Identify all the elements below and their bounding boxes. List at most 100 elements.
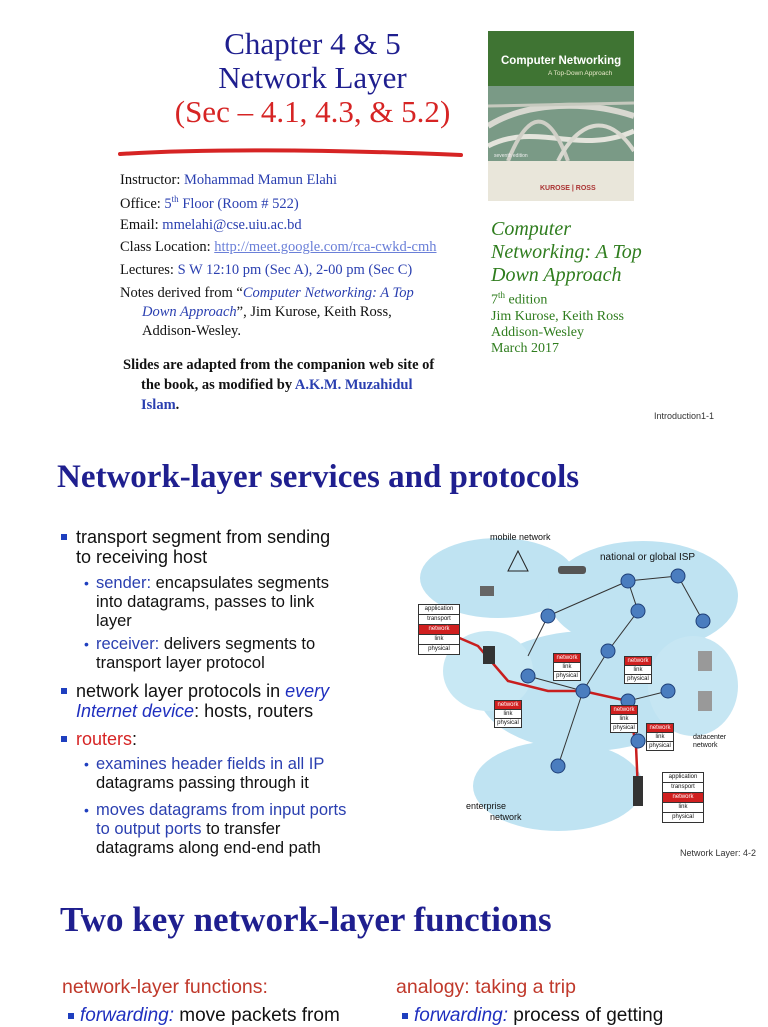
- bullet-square-icon: [68, 1012, 74, 1019]
- location-line: Class Location: http://meet.google.com/r…: [120, 239, 437, 255]
- stack-layer: physical: [624, 675, 652, 684]
- stack-layer: link: [624, 666, 652, 675]
- bullet-square-icon: [402, 1012, 408, 1019]
- enterprise-cloud: [473, 741, 643, 831]
- stack-layer: physical: [494, 719, 522, 728]
- right-forwarding-item: forwarding: process of getting: [402, 1005, 663, 1027]
- cover-art: [488, 31, 634, 201]
- stack-layer: network: [646, 723, 674, 733]
- instructor-line: Instructor: Mohammad Mamun Elahi: [120, 172, 338, 188]
- slide2-page-number: Network Layer: 4-2: [680, 848, 757, 858]
- email-line: Email: mmelahi@cse.uiu.ac.bd: [120, 217, 302, 233]
- router-icon: [520, 668, 536, 684]
- stack-layer: network: [553, 653, 581, 663]
- left-heading: network-layer functions:: [62, 976, 268, 998]
- bullet-dot-icon: •: [84, 636, 89, 652]
- bullet-square-icon: [61, 534, 67, 540]
- cell-tower-icon: [507, 549, 529, 572]
- stack-layer: network: [418, 625, 460, 635]
- adapted-note: Slides are adapted from the companion we…: [123, 357, 435, 413]
- router-icon: [620, 573, 636, 589]
- bullet-moves: • moves datagrams from input ports to ou…: [84, 801, 347, 857]
- router-icon: [550, 758, 566, 774]
- left-forwarding-item: forwarding: move packets from: [68, 1005, 340, 1027]
- right-heading: analogy: taking a trip: [396, 976, 576, 998]
- car-icon: [558, 566, 586, 574]
- router-icon: [670, 568, 686, 584]
- label-datacenter-1: datacenter: [693, 734, 727, 741]
- label-enterprise-2: network: [490, 812, 522, 822]
- slide3-title: Two key network-layer functions: [60, 900, 552, 939]
- label-isp: national or global ISP: [600, 552, 695, 563]
- router-icon: [600, 643, 616, 659]
- meet-link[interactable]: http://meet.google.com/rca-cwkd-cmh: [214, 239, 437, 255]
- stack-layer: physical: [646, 742, 674, 751]
- bullet-square-icon: [61, 736, 67, 742]
- stack-layer: network: [610, 705, 638, 715]
- title-line1: Chapter 4 & 5: [224, 26, 401, 61]
- stack-layer: network: [662, 793, 704, 803]
- label-datacenter-2: network: [693, 742, 718, 749]
- stack-layer: physical: [662, 813, 704, 823]
- stack-layer: application: [418, 604, 460, 615]
- stack-layer: link: [553, 663, 581, 672]
- stack-layer: transport: [418, 615, 460, 625]
- stack-layer: link: [646, 733, 674, 742]
- datacenter-server-icon: [698, 691, 712, 711]
- cover-authors: KUROSE | ROSS: [540, 185, 596, 192]
- slide2-title: Network-layer services and protocols: [57, 459, 580, 495]
- server-icon: [483, 646, 495, 664]
- lectures-line: Lectures: S W 12:10 pm (Sec A), 2-00 pm …: [120, 262, 413, 278]
- label-mobile-network: mobile network: [490, 532, 551, 542]
- bullet-square-icon: [61, 688, 67, 694]
- bullet-dot-icon: •: [84, 756, 89, 772]
- router-icon: [630, 733, 646, 749]
- router-icon: [575, 683, 591, 699]
- bullet-receiver: • receiver: delivers segments to transpo…: [84, 635, 316, 672]
- isp-cloud: [548, 541, 738, 651]
- laptop-icon: [480, 586, 494, 596]
- book-cover: Computer Networking A Top-Down Approach …: [488, 31, 634, 201]
- title-sections: (Sec – 4.1, 4.3, & 5.2): [174, 94, 451, 129]
- stack-layer: physical: [610, 724, 638, 733]
- cover-subtitle: A Top-Down Approach: [548, 70, 613, 77]
- stack-layer: link: [494, 710, 522, 719]
- bullet-examines: • examines header fields in all IP datag…: [84, 755, 325, 792]
- bullet-dot-icon: •: [84, 575, 89, 591]
- cover-edition: seventh edition: [494, 153, 528, 159]
- title-line2: Network Layer: [218, 60, 407, 95]
- stack-layer: application: [662, 772, 704, 783]
- slide1-title: Chapter 4 & 5 Network Layer (Sec – 4.1, …: [120, 27, 505, 129]
- mobile-network-cloud: [420, 538, 576, 618]
- label-enterprise-1: enterprise: [466, 801, 506, 811]
- office-line: Office: 5th Floor (Room # 522): [120, 194, 299, 212]
- cover-title: Computer Networking: [501, 55, 622, 67]
- book-citation: Computer Networking: A Top Down Approach…: [491, 218, 642, 356]
- router-icon: [660, 683, 676, 699]
- router-icon: [540, 608, 556, 624]
- home-cloud: [443, 631, 533, 711]
- slide1-page-number: Introduction1-1: [654, 411, 715, 421]
- router-icon: [630, 603, 646, 619]
- red-underline-stroke: [118, 148, 463, 157]
- email-link[interactable]: mmelahi@cse.uiu.ac.bd: [162, 217, 302, 233]
- stack-layer: physical: [418, 645, 460, 655]
- stack-layer: network: [494, 700, 522, 710]
- stack-layer: network: [624, 656, 652, 666]
- stack-layer: transport: [662, 783, 704, 793]
- server-rack-icon: [633, 776, 643, 806]
- bullet-routers: routers:: [61, 729, 137, 749]
- stack-layer: link: [662, 803, 704, 813]
- datacenter-server-icon: [698, 651, 712, 671]
- device-icons: [480, 549, 712, 806]
- bullet-sender: • sender: encapsulates segments into dat…: [84, 574, 329, 630]
- stack-layer: physical: [553, 672, 581, 681]
